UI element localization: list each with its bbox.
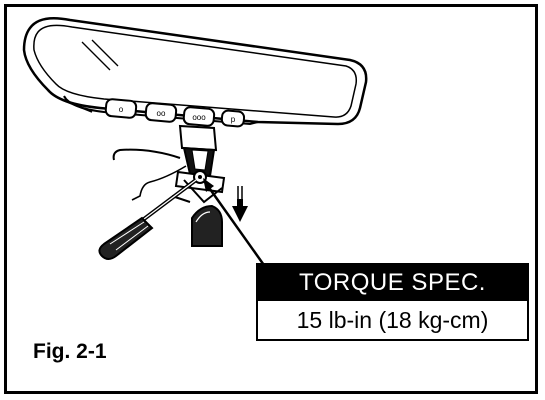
- screwdriver: [98, 178, 198, 260]
- mirror-button-2: [144, 102, 178, 123]
- button-label-4: p: [231, 115, 236, 124]
- mirror-button-1: [104, 98, 138, 119]
- mirror-button-4: [220, 109, 246, 128]
- mirror-button-3: [182, 106, 216, 127]
- button-label-2: oo: [157, 109, 166, 118]
- mirror-wire: [112, 148, 181, 161]
- leader-line: [203, 178, 268, 269]
- button-label-3: ooo: [192, 113, 206, 122]
- mirror-mount: [112, 124, 226, 247]
- figure-label: Fig. 2-1: [33, 340, 107, 363]
- mirror-buttons: o oo ooo p: [104, 98, 246, 128]
- button-label-1: o: [119, 105, 124, 114]
- torque-spec-title: TORQUE SPEC.: [258, 265, 527, 301]
- screwdriver-handle: [98, 216, 154, 260]
- windshield-button: [191, 204, 223, 247]
- torque-spec-box: TORQUE SPEC. 15 lb-in (18 kg-cm): [256, 263, 529, 341]
- torque-spec-value: 15 lb-in (18 kg-cm): [296, 307, 489, 333]
- rearview-mirror: [22, 17, 368, 126]
- downward-arrow: [232, 186, 248, 222]
